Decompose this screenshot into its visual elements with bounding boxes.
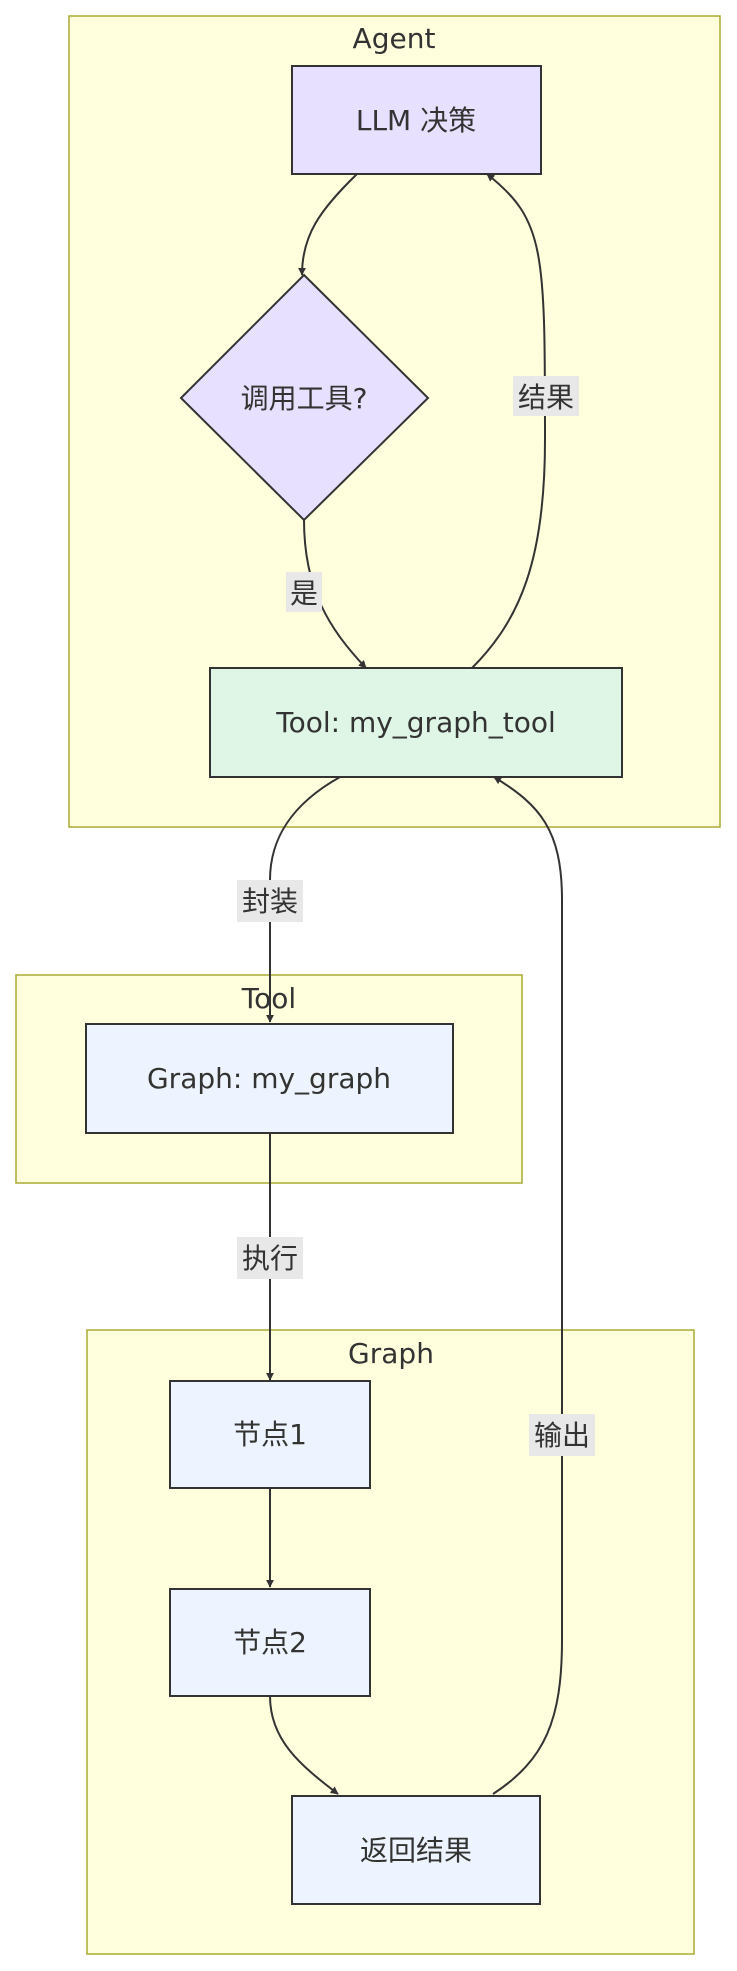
- edge-label-result: 结果: [513, 376, 579, 416]
- edge-label-output: 输出: [529, 1414, 595, 1456]
- node-graph-label: Graph: my_graph: [147, 1062, 391, 1095]
- edge-label-yes: 是: [286, 572, 322, 612]
- node-node1-label: 节点1: [233, 1418, 307, 1451]
- edge-tool-to-graph: [266, 776, 341, 1023]
- edge-return-to-tool: [492, 776, 563, 1795]
- node-node1[interactable]: 节点1: [169, 1380, 371, 1489]
- node-node2[interactable]: 节点2: [169, 1588, 371, 1697]
- node-llm[interactable]: LLM 决策: [291, 65, 542, 175]
- node-return-label: 返回结果: [360, 1834, 472, 1867]
- edge-label-output-text: 输出: [534, 1419, 590, 1452]
- edge-node2-to-return: [269, 1695, 339, 1795]
- node-llm-label: LLM 决策: [356, 104, 476, 137]
- cluster-tool-label: Tool: [241, 982, 296, 1015]
- edge-label-wrap-text: 封装: [242, 885, 298, 918]
- edge-tool-to-llm: [471, 173, 547, 669]
- node-tool-label: Tool: my_graph_tool: [275, 706, 556, 739]
- node-graph[interactable]: Graph: my_graph: [85, 1023, 454, 1134]
- cluster-agent-label: Agent: [353, 22, 436, 55]
- node-decision-label: 调用工具?: [241, 382, 368, 415]
- edge-label-execute-text: 执行: [242, 1242, 298, 1275]
- cluster-graph-label: Graph: [348, 1337, 434, 1370]
- edge-label-result-text: 结果: [518, 381, 574, 414]
- node-tool[interactable]: Tool: my_graph_tool: [209, 667, 623, 778]
- edge-label-wrap: 封装: [237, 880, 303, 922]
- edge-label-yes-text: 是: [290, 577, 318, 610]
- node-node2-label: 节点2: [233, 1626, 307, 1659]
- node-return[interactable]: 返回结果: [291, 1795, 541, 1905]
- edge-label-execute: 执行: [237, 1237, 303, 1279]
- node-decision[interactable]: 调用工具?: [179, 273, 430, 522]
- edge-llm-to-decision: [298, 173, 358, 276]
